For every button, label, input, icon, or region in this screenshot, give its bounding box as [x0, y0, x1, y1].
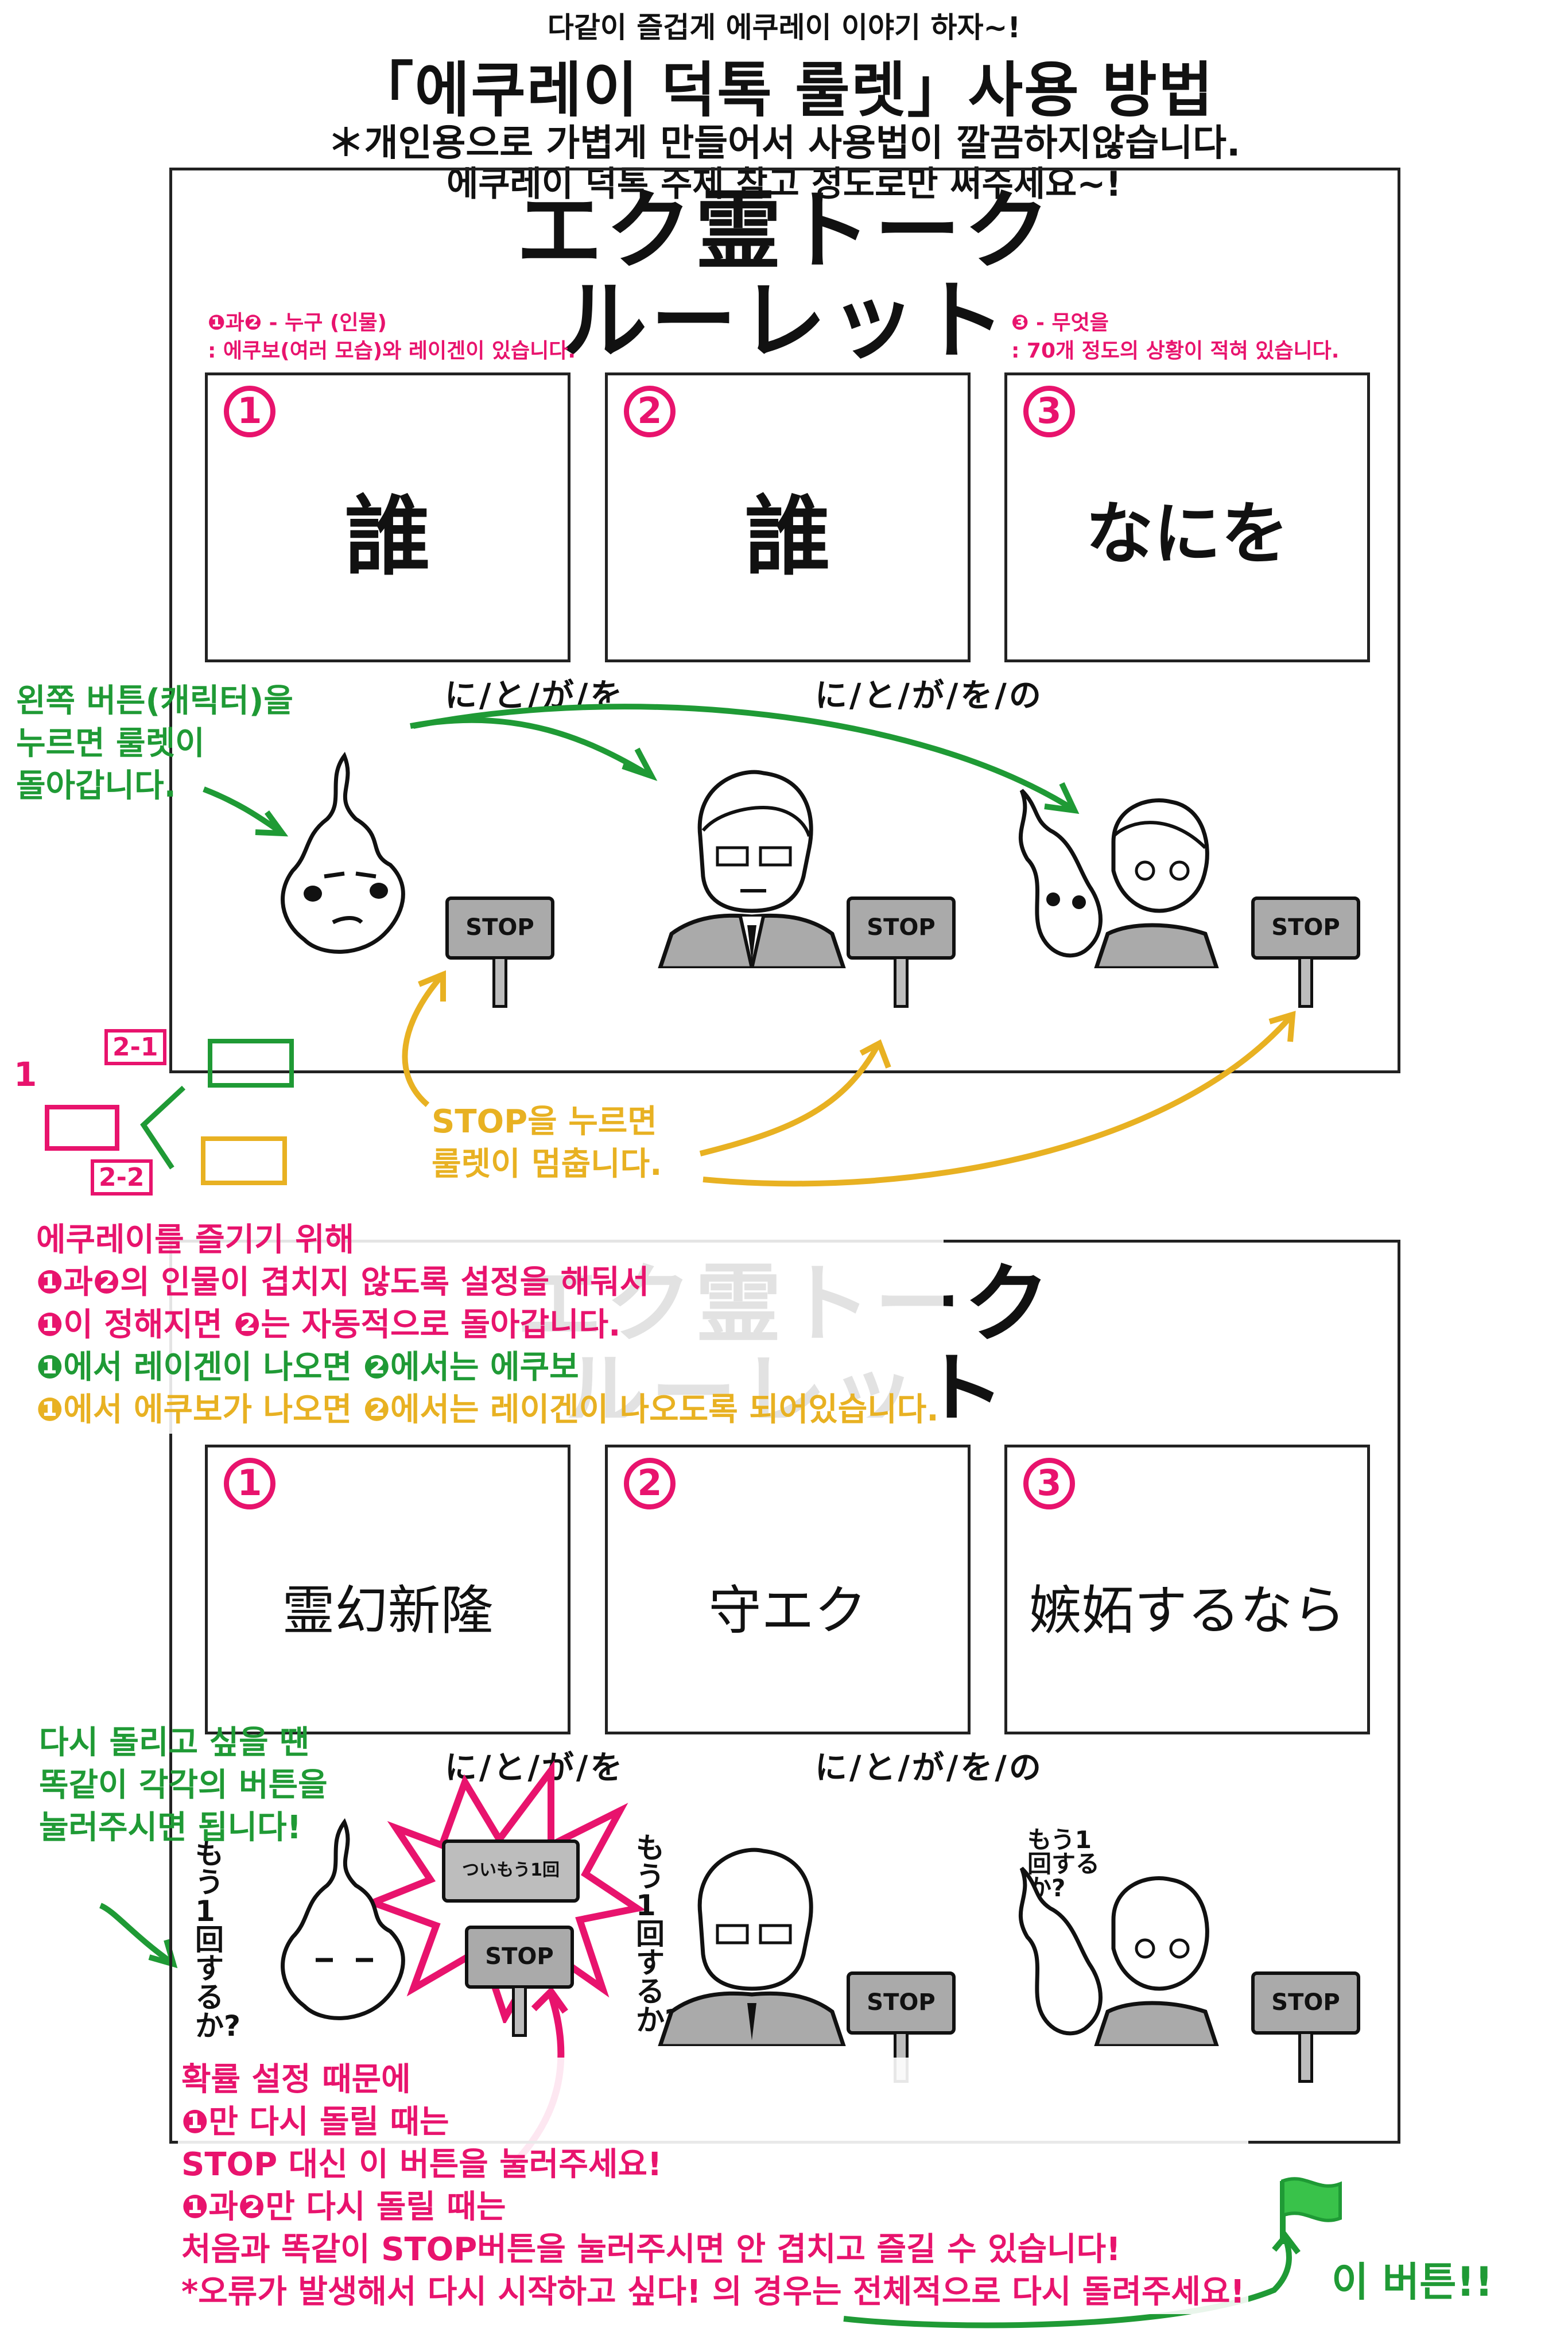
annotation-stop: STOP을 누르면 룰렛이 멈춥니다. [432, 1101, 662, 1186]
rule-line-5: ❶에서 에쿠보가 나오면 ❷에서는 레이겐이 나오도록 되어있습니다. [36, 1391, 939, 1429]
box-2-2-text: 守エク [708, 1580, 867, 1641]
roulette-title-line-2: ルーレット [561, 271, 1009, 371]
box-2-text: 誰 [744, 486, 831, 587]
diagram-box-1 [45, 1105, 119, 1151]
spin-again-line-3: 눌러주시면 됩니다! [39, 1808, 302, 1846]
box-2-1-text: 霊幻新隆 [282, 1580, 494, 1641]
roulette-box-2[interactable]: 2 誰 [605, 372, 971, 662]
diagram-box-2-1 [208, 1039, 294, 1088]
box-number-2: 2 [624, 386, 676, 437]
annotation-bottom: 확률 설정 때문에 ❶만 다시 돌릴 때는 STOP 대신 이 버튼을 눌러주세… [178, 2058, 1248, 2315]
panel-2-stop-button-3[interactable]: STOP [1251, 1971, 1360, 2086]
ekurei-character-button[interactable] [999, 785, 1268, 968]
speech-left: もう1回するか? [195, 1837, 241, 2043]
bottom-line-1: 확률 설정 때문에 [181, 2061, 411, 2098]
stop-pole [1298, 956, 1313, 1008]
ekubo-character-button[interactable] [270, 1817, 419, 2029]
stop-pole [894, 956, 909, 1008]
bottom-line-3: STOP 대신 이 버튼을 눌러주세요! [181, 2145, 662, 2183]
panel-2-stop-button-1[interactable]: STOP [465, 1926, 574, 2040]
reigen-character-button[interactable] [649, 762, 855, 968]
roulette-2-box-1[interactable]: 1 霊幻新隆 [205, 1445, 570, 1734]
annotation-click-line-1: 왼쪽 버튼(캐릭터)을 [16, 682, 293, 720]
roulette-title-line-1: エク霊トーク [516, 181, 1054, 281]
stop-button-1-label: STOP [445, 896, 554, 960]
bottom-line-4: ❶과❷만 다시 돌릴 때는 [181, 2188, 506, 2226]
hint-who-line-1: ❶과❷ - 누구 (인물) [208, 311, 387, 335]
box-3-text: なにを [1085, 494, 1289, 573]
annotation-click-line-3: 돌아갑니다. [16, 767, 176, 805]
diagram-box-2-2 [201, 1136, 287, 1185]
box-number-1: 1 [224, 386, 275, 437]
flag-icon[interactable] [1271, 2169, 1352, 2250]
box-1-text: 誰 [344, 486, 431, 587]
hint-who: ❶과❷ - 누구 (인물) : 에쿠보(여러 모습)와 레이겐이 있습니다. [208, 309, 576, 365]
stop-button-2[interactable]: STOP [847, 896, 956, 1011]
spin-again-line-2: 똑같이 각각의 버튼을 [39, 1766, 328, 1804]
note-line-2: 에쿠레이 덕톡 주제 참고 정도로만 써주세요~! [447, 164, 1121, 204]
box-2-number-3: 3 [1023, 1458, 1075, 1509]
roulette-2-box-3[interactable]: 3 嫉妬するなら [1004, 1445, 1370, 1734]
box-2-number-2: 2 [624, 1458, 676, 1509]
rule-line-1: 에쿠레이를 즐기기 위해 [36, 1221, 355, 1259]
ekubo-character-button[interactable] [270, 750, 419, 962]
note-line-1: ＊개인용으로 가볍게 만들어서 사용법이 깔끔하지않습니다. [327, 122, 1241, 165]
panel-2-particles-right: に/と/が/を/の [815, 1749, 1043, 1787]
annotation-click-character: 왼쪽 버튼(캐릭터)을 누르면 룰렛이 돌아갑니다. [16, 680, 293, 808]
panel-2-stop-button-2-label: STOP [847, 1971, 956, 2035]
stop-button-3[interactable]: STOP [1251, 896, 1360, 1011]
annotation-stop-line-1: STOP을 누르면 [432, 1103, 657, 1140]
roulette-box-1[interactable]: 1 誰 [205, 372, 570, 662]
hint-what-line-1: ❸ - 무엇을 [1011, 311, 1109, 335]
main-title: 「에쿠레이 덕톡 룰렛」사용 방법 [354, 55, 1214, 125]
annotation-rules: 에쿠레이를 즐기기 위해 ❶과❷의 인물이 겹치지 않도록 설정을 해둬서 ❶이… [32, 1217, 944, 1434]
reigen-character-button[interactable] [649, 1839, 855, 2046]
box-2-3-text: 嫉妬するなら [1028, 1580, 1346, 1641]
stop-pole [492, 956, 507, 1008]
particles-left: に/と/が/を [445, 677, 625, 715]
this-button-label: 이 버튼!! [1332, 2258, 1493, 2306]
speech-right: もう1回するか? [1027, 1826, 1100, 1902]
diagram-label-1: 1 [14, 1055, 37, 1094]
diagram-label-2-1: 2-1 [104, 1029, 166, 1065]
stop-pole [1298, 2031, 1313, 2083]
annotation-stop-line-2: 룰렛이 멈춥니다. [432, 1145, 662, 1183]
stop-pole [512, 1985, 527, 2037]
top-subtitle: 다같이 즐겁게 에쿠레이 이야기 하자~! [547, 11, 1021, 44]
rule-line-4: ❶에서 레이겐이 나오면 ❷에서는 에쿠보 [36, 1348, 579, 1386]
annotation-spin-again: 다시 돌리고 싶을 땐 똑같이 각각의 버튼을 눌러주시면 됩니다! [39, 1722, 328, 1849]
roulette-panel-1: エク霊トーク ルーレット ❶과❷ - 누구 (인물) : 에쿠보(여러 모습)와… [169, 168, 1400, 1073]
stop-button-1[interactable]: STOP [445, 896, 554, 1011]
diagram-label-2-2: 2-2 [91, 1159, 153, 1196]
roulette-box-3[interactable]: 3 なにを [1004, 372, 1370, 662]
rule-line-3: ❶이 정해지면 ❷는 자동적으로 돌아갑니다. [36, 1306, 621, 1344]
ekurei-character-button[interactable] [999, 1862, 1268, 2046]
panel-2-stop-button-1-label: STOP [465, 1926, 574, 1989]
again-button[interactable]: ついもう1回 [442, 1839, 580, 1903]
bottom-line-2: ❶만 다시 돌릴 때는 [181, 2103, 449, 2141]
bottom-line-6: *오류가 발생해서 다시 시작하고 싶다! 의 경우는 전체적으로 다시 돌려주… [181, 2273, 1245, 2311]
bottom-line-5: 처음과 똑같이 STOP버튼을 눌러주시면 안 겹치고 즐길 수 있습니다! [181, 2230, 1121, 2268]
hint-what-line-2: : 70개 정도의 상황이 적혀 있습니다. [1011, 339, 1340, 363]
rule-line-2: ❶과❷의 인물이 겹치지 않도록 설정을 해둬서 [36, 1263, 650, 1301]
stop-button-3-label: STOP [1251, 896, 1360, 960]
roulette-2-box-2[interactable]: 2 守エク [605, 1445, 971, 1734]
panel-2-particles-left: に/と/が/を [445, 1749, 625, 1787]
hint-what: ❸ - 무엇을 : 70개 정도의 상황이 적혀 있습니다. [1011, 309, 1339, 365]
box-number-3: 3 [1023, 386, 1075, 437]
hint-who-line-2: : 에쿠보(여러 모습)와 레이겐이 있습니다. [208, 339, 576, 363]
stop-button-2-label: STOP [847, 896, 956, 960]
particles-right: に/と/が/を/の [815, 677, 1043, 715]
panel-2-stop-button-3-label: STOP [1251, 1971, 1360, 2035]
box-2-number-1: 1 [224, 1458, 275, 1509]
annotation-click-line-2: 누르면 룰렛이 [16, 724, 205, 762]
spin-again-line-1: 다시 돌리고 싶을 땐 [39, 1724, 309, 1761]
